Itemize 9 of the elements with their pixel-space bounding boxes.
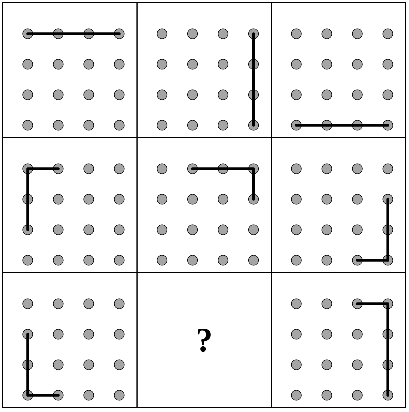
dot-grid-panel bbox=[271, 272, 406, 408]
dot-grid-panel bbox=[271, 138, 406, 274]
dot-grid-panel bbox=[2, 2, 138, 138]
dot-grid-panel bbox=[2, 138, 138, 274]
dot-grid-panel bbox=[271, 2, 406, 138]
question-cell: ? bbox=[136, 272, 272, 408]
dot-grid-panel bbox=[136, 2, 272, 138]
dot-grid-panel bbox=[136, 138, 272, 274]
dot-grid-panel bbox=[2, 272, 138, 408]
